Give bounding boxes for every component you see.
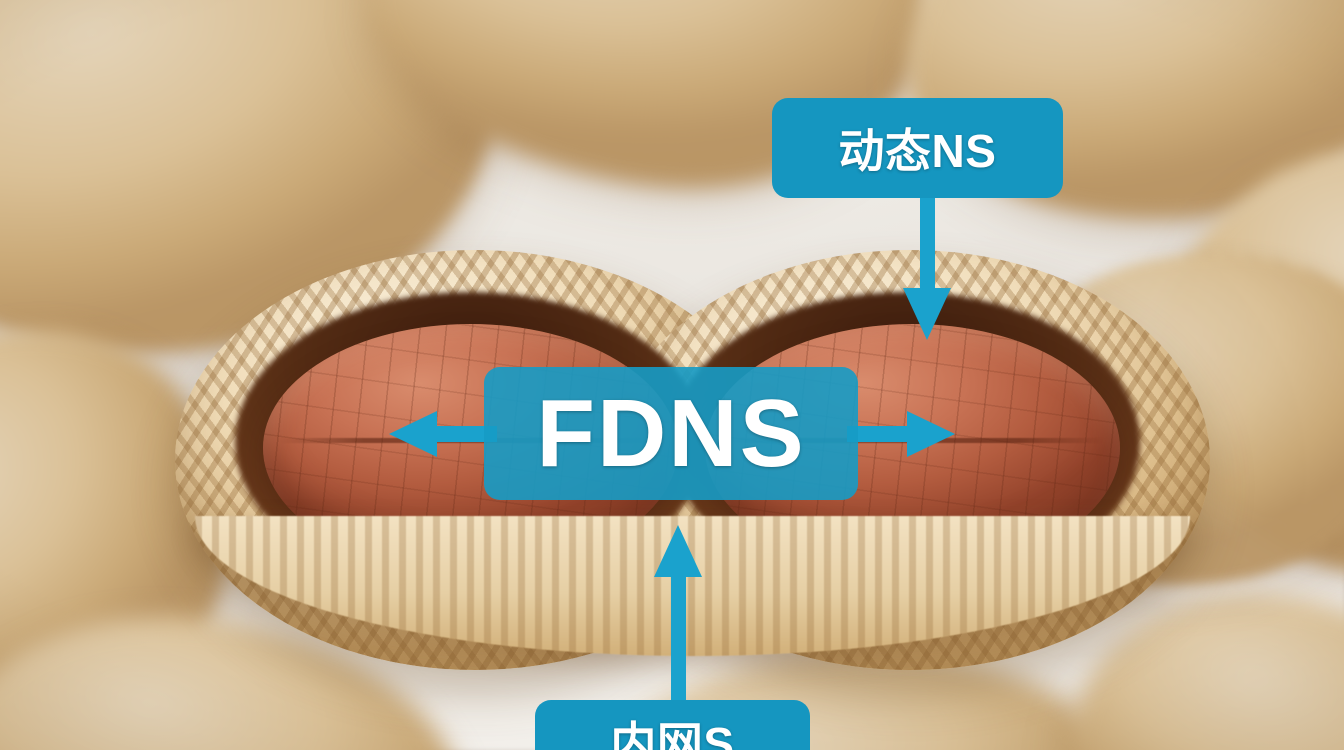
left-arrow-icon xyxy=(389,411,497,457)
arrow-head xyxy=(903,288,951,340)
arrow-shaft xyxy=(920,198,935,294)
arrow-head xyxy=(654,525,702,577)
down-arrow-icon xyxy=(903,198,951,340)
arrow-shaft xyxy=(427,426,497,442)
arrow-shaft xyxy=(847,426,917,442)
right-arrow-icon xyxy=(847,411,955,457)
arrow-shaft xyxy=(671,570,686,710)
callout-dynamic-ns: 动态NS xyxy=(772,98,1063,198)
up-arrow-icon xyxy=(654,525,702,710)
callout-intranet-s: 内网S xyxy=(535,700,810,750)
arrow-head xyxy=(907,411,955,457)
callout-fdns: FDNS xyxy=(484,367,858,500)
